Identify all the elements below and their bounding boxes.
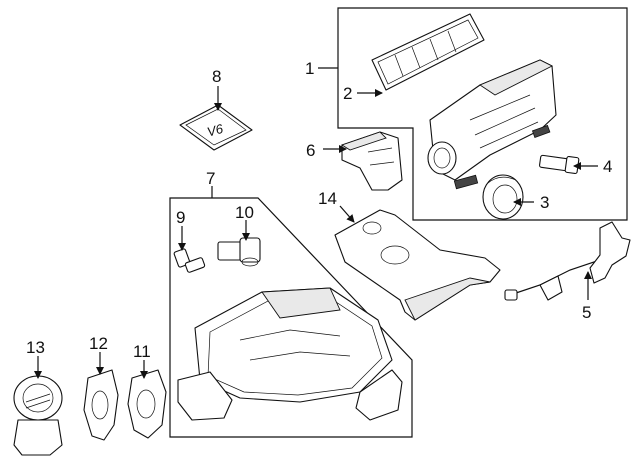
mass-air-sensor [539,154,580,175]
engine-badge-plate: V6 [179,104,253,151]
wiring-harness-bracket [504,221,631,301]
intake-manifold [177,287,403,421]
throttle-body-13 [13,375,63,456]
intake-duct [340,131,403,191]
group-box-7 [169,197,413,438]
callout-14: 14 [318,189,337,208]
air-cleaner-housing [427,59,557,190]
callout-5: 5 [582,303,591,322]
callout-4: 4 [603,157,612,176]
throttle-adapter-12 [83,369,119,441]
air-filter-element [371,13,485,91]
callout-12: 12 [89,334,108,353]
callout-2: 2 [343,84,352,103]
callout-6: 6 [306,141,315,160]
callout-13: 13 [26,338,45,357]
callout-8: 8 [212,67,221,86]
callout-leaders [34,67,598,379]
badge-logo-text: V6 [205,121,225,140]
temperature-sensor [173,248,206,273]
callout-9: 9 [176,208,185,227]
group-box-1 [337,7,628,221]
control-valve [217,237,261,267]
engine-cover [334,209,501,321]
intake-coupling [482,174,524,220]
callout-7: 7 [206,169,215,188]
throttle-flange-11 [127,369,167,439]
callout-10: 10 [235,203,254,222]
callout-1: 1 [305,59,314,78]
callout-11: 11 [133,342,151,361]
callout-3: 3 [540,193,549,212]
